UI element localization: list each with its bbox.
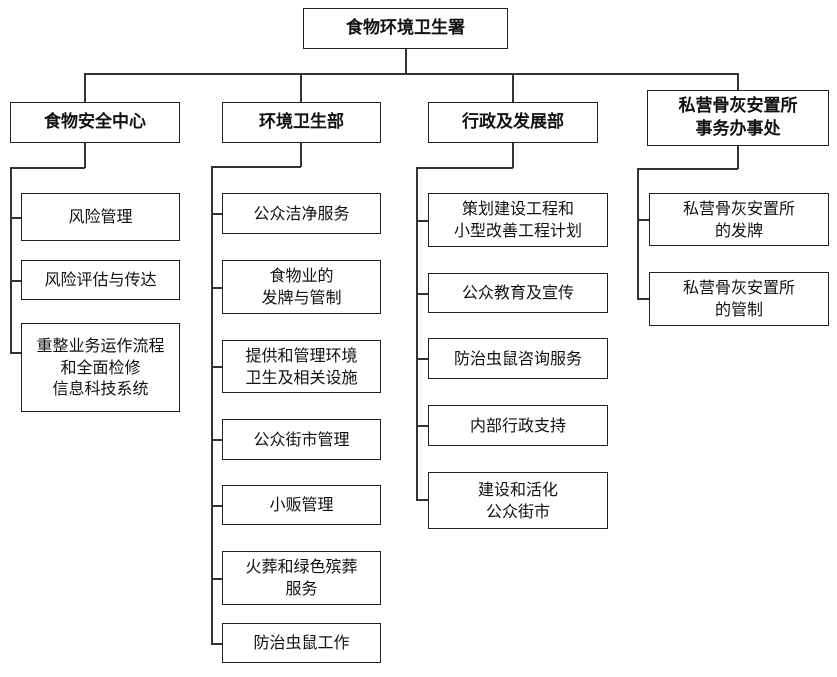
connector-root-down [405, 48, 407, 74]
unit-box-d3-1: 策划建设工程和 小型改善工程计划 [428, 193, 608, 247]
connector-dept-4-up [737, 73, 739, 90]
connector-dept-4-down [737, 145, 739, 169]
branch-d2-u3 [211, 366, 222, 368]
unit-box-d3-4: 内部行政支持 [428, 405, 608, 446]
unit-box-d2-5: 小贩管理 [222, 485, 381, 525]
unit-box-d2-6: 火葬和绿色殡葬 服务 [222, 551, 381, 605]
spine-dept-3 [416, 167, 418, 500]
branch-d3-u1 [416, 220, 428, 222]
branch-d3-u3 [416, 358, 428, 360]
connector-dept-3-elbow [416, 167, 513, 169]
spine-dept-4 [637, 168, 639, 299]
branch-d3-u5 [416, 499, 428, 501]
connector-top-bar [84, 73, 738, 75]
connector-dept-2-up [300, 73, 302, 102]
unit-box-d2-2: 食物业的 发牌与管制 [222, 260, 381, 314]
connector-dept-3-up [512, 73, 514, 102]
spine-dept-1 [10, 167, 12, 353]
connector-dept-2-elbow [211, 166, 301, 168]
branch-d3-u4 [416, 425, 428, 427]
unit-box-d1-2: 风险评估与传达 [21, 260, 180, 300]
dept-box-2: 环境卫生部 [222, 102, 381, 143]
unit-box-d3-3: 防治虫鼠咨询服务 [428, 338, 608, 379]
dept-box-4: 私营骨灰安置所 事务办事处 [647, 90, 829, 146]
branch-d1-u2 [10, 280, 21, 282]
unit-box-d2-3: 提供和管理环境 卫生及相关设施 [222, 340, 381, 393]
branch-d2-u7 [211, 643, 222, 645]
connector-dept-4-elbow [637, 168, 738, 170]
unit-box-d4-2: 私营骨灰安置所 的管制 [649, 272, 829, 326]
spine-dept-2 [211, 166, 213, 644]
connector-dept-1-up [84, 73, 86, 102]
connector-dept-1-elbow [10, 167, 85, 169]
connector-dept-1-down [84, 142, 86, 168]
unit-box-d4-1: 私营骨灰安置所 的发牌 [649, 193, 829, 246]
branch-d2-u1 [211, 213, 222, 215]
root-box: 食物环境卫生署 [303, 8, 508, 49]
unit-box-d2-7: 防治虫鼠工作 [222, 623, 381, 663]
branch-d2-u6 [211, 578, 222, 580]
branch-d1-u1 [10, 217, 21, 219]
branch-d2-u5 [211, 505, 222, 507]
connector-dept-2-down [300, 142, 302, 167]
branch-d1-u3 [10, 352, 21, 354]
unit-box-d1-3: 重整业务运作流程 和全面检修 信息科技系统 [21, 323, 180, 412]
dept-box-3: 行政及发展部 [428, 102, 598, 143]
branch-d3-u2 [416, 293, 428, 295]
unit-box-d1-1: 风险管理 [21, 193, 180, 241]
branch-d2-u4 [211, 439, 222, 441]
branch-d2-u2 [211, 287, 222, 289]
unit-box-d2-4: 公众街市管理 [222, 419, 381, 460]
branch-d4-u1 [637, 219, 649, 221]
dept-box-1: 食物安全中心 [10, 102, 180, 143]
unit-box-d3-5: 建设和活化 公众街市 [428, 472, 608, 529]
unit-box-d2-1: 公众洁净服务 [222, 193, 381, 234]
branch-d4-u2 [637, 298, 649, 300]
connector-dept-3-down [512, 142, 514, 168]
unit-box-d3-2: 公众教育及宣传 [428, 273, 608, 313]
